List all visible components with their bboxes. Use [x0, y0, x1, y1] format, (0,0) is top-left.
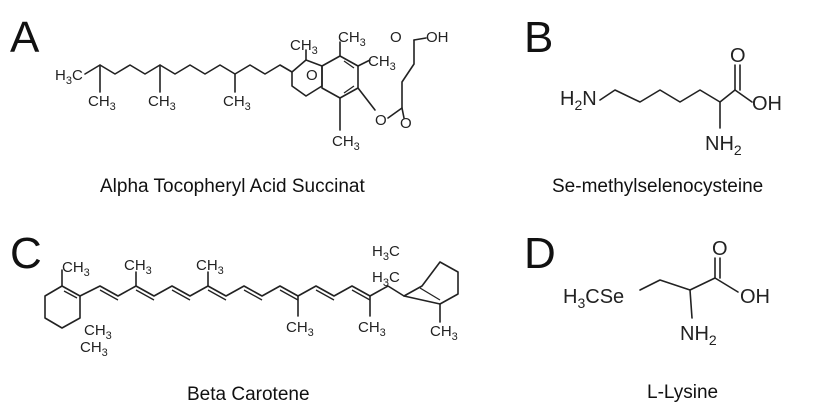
acid-carbonyl-oxygen: O — [390, 29, 402, 46]
ch3-branch-1: CH3 — [88, 93, 116, 113]
carbonyl-oxygen-a: O — [400, 115, 412, 132]
alpha-tocopheryl-structure: H3C CH3 CH3 CH3 CH3 O CH3 CH3 CH3 O O O … — [55, 29, 449, 153]
ring-oxygen-a: O — [306, 67, 318, 84]
arom-double-1 — [343, 60, 355, 69]
ch3-branch-2: CH3 — [148, 93, 176, 113]
left-ionone-ring — [44, 285, 81, 329]
panel-a-letter: A — [10, 13, 40, 62]
panel-d-letter: D — [524, 229, 556, 278]
ester-bond-1 — [357, 87, 376, 111]
right-ch3-bottom: CH3 — [430, 323, 458, 343]
aromatic-ring-a — [321, 55, 359, 99]
panel-c-letter: C — [10, 229, 42, 278]
panel-d-caption: L-Lysine — [647, 382, 718, 403]
acid-oh-b: OH — [752, 93, 782, 115]
ch3-top: CH3 — [338, 29, 366, 49]
left-ch3-top: CH3 — [62, 259, 90, 279]
db-5 — [243, 289, 263, 301]
left-ch3-gem-1: CH3 — [84, 322, 112, 342]
polyene-chain — [79, 285, 405, 297]
db-2 — [135, 289, 155, 301]
carbonyl-bond-a — [401, 107, 405, 119]
panel-a-caption: Alpha Tocopheryl Acid Succinat — [100, 176, 365, 197]
acid-oh-d: OH — [740, 286, 770, 308]
acid-oh-a: OH — [426, 29, 449, 46]
carbonyl-oxygen-d: O — [712, 238, 728, 260]
chain-ch3-3: CH3 — [286, 319, 314, 339]
db-6 — [279, 289, 299, 301]
chain-ch3-1: CH3 — [124, 257, 152, 277]
ch3-right: CH3 — [368, 53, 396, 73]
left-ch3-gem-2: CH3 — [80, 339, 108, 359]
db-7 — [315, 289, 335, 301]
ch3-c2: CH3 — [290, 37, 318, 57]
panel-d-structure: H3CSe O OH NH2 — [563, 238, 770, 348]
chain-ch3-2: CH3 — [196, 257, 224, 277]
left-ring-double — [63, 290, 78, 299]
nh2-label-d: NH2 — [680, 323, 717, 348]
db-3 — [171, 289, 191, 301]
h3cse-label-d: H3CSe — [563, 286, 624, 311]
h2n-label-b: H2N — [560, 88, 597, 113]
right-ionone-ring — [403, 261, 459, 305]
right-ring-double — [419, 287, 441, 301]
oh-bond-d — [714, 277, 739, 293]
db-8 — [351, 289, 371, 301]
chain-ch3-4: CH3 — [358, 319, 386, 339]
succinate-chain — [387, 39, 415, 119]
acid-bond — [413, 37, 427, 41]
nh2-label-b: NH2 — [705, 133, 742, 158]
right-h3c-gem-2: H3C — [372, 269, 400, 289]
arom-double-2 — [343, 85, 355, 94]
lysine-chain — [599, 89, 736, 103]
h3c-label-a: H3C — [55, 67, 83, 87]
ester-oxygen: O — [375, 112, 387, 129]
carbonyl-oxygen-b: O — [730, 45, 746, 67]
phytyl-chain — [84, 64, 293, 75]
db-1 — [99, 289, 119, 301]
right-h3c-gem-1: H3C — [372, 243, 400, 263]
panel-b-caption: Se-methylselenocysteine — [552, 176, 763, 197]
beta-carotene-structure: CH3 CH3 CH3 CH3 CH3 CH3 CH3 H3C H3C CH3 — [44, 243, 459, 359]
ch3-branch-3: CH3 — [223, 93, 251, 113]
db-4 — [207, 289, 227, 301]
amine-bond-d — [689, 289, 693, 319]
cysteine-chain — [639, 277, 716, 291]
ch3-bottom: CH3 — [332, 133, 360, 153]
panel-b-structure: H2N O OH NH2 — [560, 45, 782, 158]
methyl-bond-right — [357, 59, 371, 67]
oh-bond-b — [734, 89, 753, 103]
panel-c-caption: Beta Carotene — [187, 384, 310, 405]
panel-b-letter: B — [524, 13, 553, 62]
